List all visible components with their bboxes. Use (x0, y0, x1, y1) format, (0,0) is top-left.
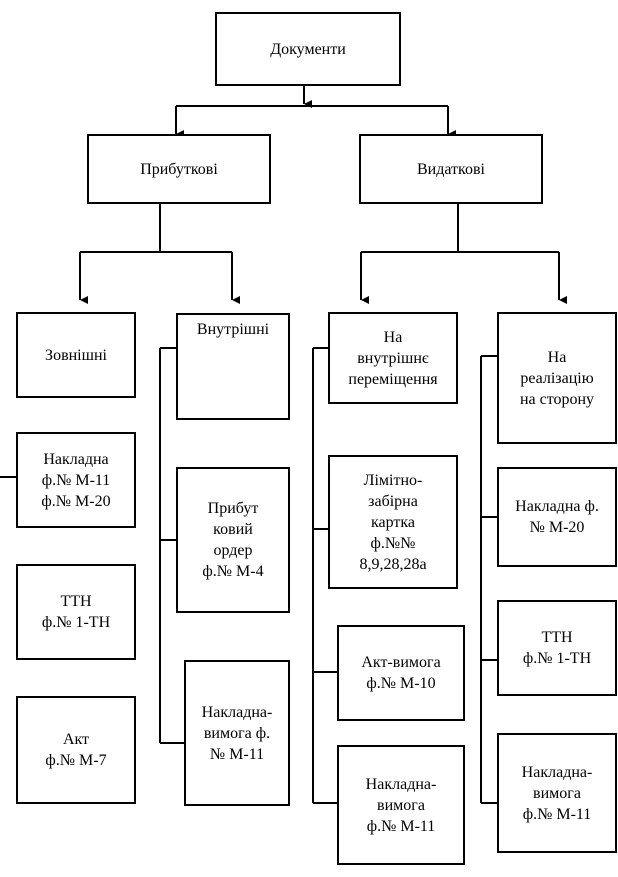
internal-doc-box: Прибут ковий ордер ф.№ М-4 (176, 467, 290, 613)
internal-move-doc-box: Накладна- вимога ф.№ М-11 (337, 745, 465, 865)
external-doc-box: Акт ф.№ М-7 (16, 696, 136, 804)
sale-doc-box: Накладна- вимога ф.№ М-11 (497, 733, 617, 853)
internal-move-doc-box: Акт-вимога ф.№ М-10 (337, 625, 465, 721)
internal-box: Внутрішні (176, 313, 290, 420)
internal-move-box: На внутрішнє переміщення (328, 312, 458, 404)
external-doc-box: ТТН ф.№ 1-ТН (16, 564, 136, 660)
sale-doc-box: Накладна ф. № М-20 (497, 467, 617, 567)
income-box: Прибуткові (87, 134, 271, 204)
sale-box: На реалізацію на сторону (497, 312, 617, 444)
external-doc-box: Накладна ф.№ М-11 ф.№ М-20 (16, 432, 136, 528)
expense-box: Видаткові (359, 134, 543, 204)
root-box: Документи (215, 12, 401, 86)
internal-move-doc-box: Лімітно- забірна картка ф.№№ 8,9,28,28а (328, 455, 458, 589)
sale-doc-box: ТТН ф.№ 1-ТН (497, 600, 617, 696)
external-box: Зовнішні (16, 312, 136, 398)
internal-doc-box: Накладна- вимога ф. № М-11 (184, 660, 290, 806)
